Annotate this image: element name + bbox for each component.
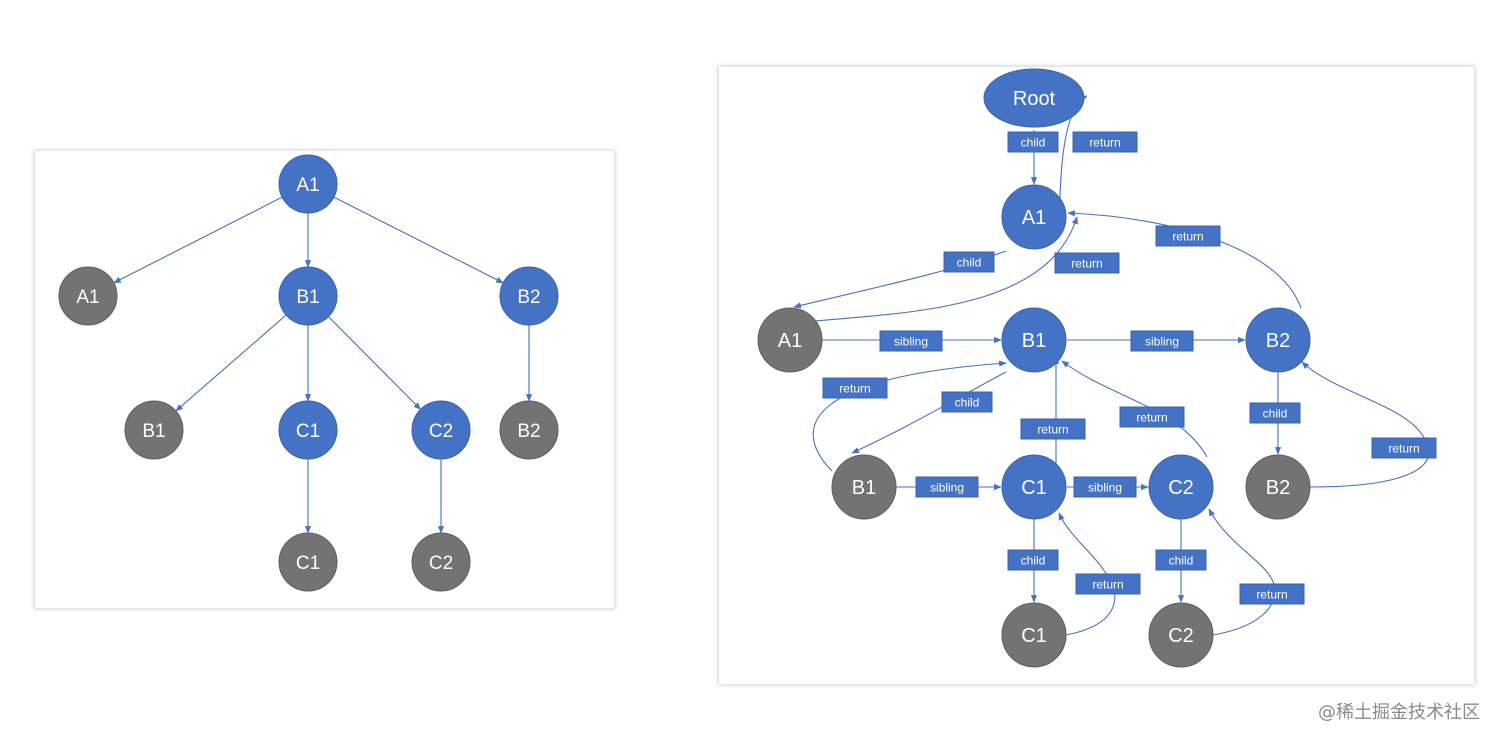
edge-label-root-return: return [1072,131,1138,153]
node-a1-blue: A1 [1001,184,1067,250]
fiber-tree-panel: child return child return return sibling sibli… [719,67,1474,684]
edge-label-text: return [839,381,870,395]
edge-label-root-child: child [1007,131,1059,153]
node-label: C2 [1168,477,1194,499]
edge-label-b2g-return: return [1371,437,1437,459]
node-label: B1 [142,421,165,442]
edge-b1-child [851,371,1007,454]
edge-c2g-return [1208,508,1276,636]
node-c1-blue: C1 [1001,454,1067,520]
node-b1-blue: B1 [1001,307,1067,373]
edge-label-b1g-sibling: sibling [915,476,979,498]
node-label: C2 [429,421,453,442]
node-b1-gray: B1 [831,454,897,520]
node-b1-gray: B1 [124,400,184,460]
node-c1-gray: C1 [1001,602,1067,668]
edge-label-c2g-return: return [1239,583,1305,605]
edge-b2g-return [1301,361,1430,488]
node-label: C2 [1168,625,1194,647]
edge-label-b2-child: child [1249,402,1301,424]
edge-label-text: sibling [1088,480,1122,494]
tree-edge [113,196,283,284]
node-a1-blue: A1 [278,154,338,214]
edge-label-text: sibling [1145,334,1179,348]
edge-b1g-return [812,360,1007,472]
edge-label-text: return [1092,577,1123,591]
node-c2-gray: C2 [411,532,471,592]
edge-label-a1-child: child [943,251,995,273]
fiber-tree-diagram: child return child return return sibling sibli… [757,68,1437,668]
edge-label-c1-sibling: sibling [1073,476,1137,498]
edge-label-b2-return: return [1155,225,1221,247]
edge-label-c1-child: child [1007,549,1059,571]
node-label: C2 [429,553,453,574]
edge-label-text: return [1037,422,1068,436]
edge-label-text: child [1021,553,1046,567]
edge-label-c2-return: return [1119,406,1185,428]
edge-label-text: return [1089,135,1120,149]
node-label: C1 [1021,625,1047,647]
node-label: A1 [1022,207,1046,229]
node-b1-blue: B1 [278,266,338,326]
edge-label-c1g-return: return [1075,573,1141,595]
edge-label-text: child [957,255,982,269]
edge-label-c2-child: child [1155,549,1207,571]
node-b2-gray: B2 [1245,454,1311,520]
edge-label-b1-child: child [941,391,993,413]
node-label: B1 [852,477,876,499]
tree-edge [333,196,504,284]
tree-edge [175,314,287,412]
node-label: A1 [778,330,802,352]
node-label: B1 [296,287,319,308]
edge-label-text: return [1388,441,1419,455]
node-c1-blue: C1 [278,400,338,460]
node-label: A1 [76,287,99,308]
node-label: B2 [1266,477,1290,499]
node-b2-blue: B2 [1245,307,1311,373]
edge-label-a1-sibling: sibling [879,330,943,352]
node-b2-gray: B2 [499,400,559,460]
node-root-blue: Root [983,68,1085,128]
node-c2-gray: C2 [1148,602,1214,668]
edge-label-text: return [1071,256,1102,270]
node-a1-gray: A1 [58,266,118,326]
edge-label-text: child [955,395,980,409]
node-a1-gray: A1 [757,307,823,373]
node-label: A1 [296,175,319,196]
edge-label-c1-return: return [1020,418,1086,440]
node-label: B2 [517,421,540,442]
node-c2-blue: C2 [1148,454,1214,520]
edge-label-a1g-return: return [1054,252,1120,274]
node-c1-gray: C1 [278,532,338,592]
edge-label-b1-sibling: sibling [1130,330,1194,352]
node-label: C1 [296,553,320,574]
node-label: B2 [1266,330,1290,352]
node-label: C1 [1021,477,1047,499]
edge-label-text: return [1256,587,1287,601]
watermark: @稀土掘金技术社区 [1318,702,1480,723]
node-c2-blue: C2 [411,400,471,460]
node-label: C1 [296,421,320,442]
node-label: B1 [1022,330,1046,352]
edge-label-text: child [1169,553,1194,567]
edge-label-text: return [1172,229,1203,243]
edge-label-text: child [1263,406,1288,420]
node-label: B2 [517,287,540,308]
edge-a1g-return [814,216,1078,322]
edge-label-text: sibling [930,480,964,494]
node-b2-blue: B2 [499,266,559,326]
edge-label-text: return [1136,410,1167,424]
edge-label-text: sibling [894,334,928,348]
edge-c2-return [1061,360,1208,458]
edge-label-text: child [1021,135,1046,149]
edge-label-b1g-return: return [822,377,888,399]
node-label: Root [1013,88,1056,110]
tree-edge [328,316,422,410]
